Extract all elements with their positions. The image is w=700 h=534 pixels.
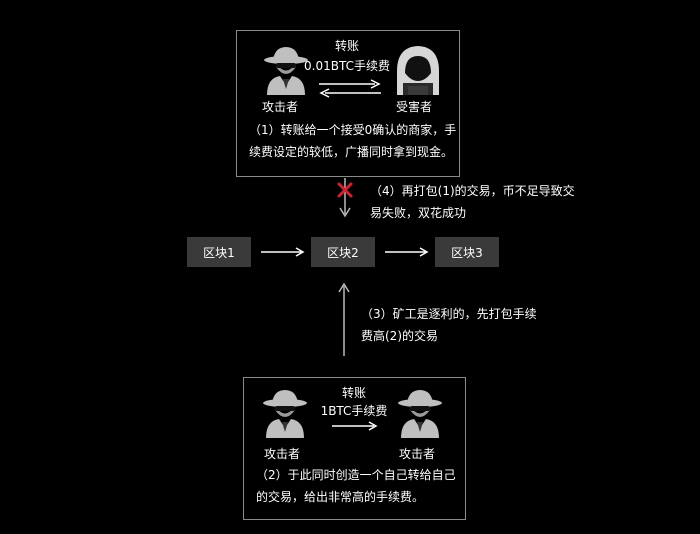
top-note: （1）转账给一个接受0确认的商家，手 续费设定的较低，广播同时拿到现金。 [249, 119, 456, 163]
step3-note: （3）矿工是逐利的，先打包手续 费高(2)的交易 [361, 303, 537, 347]
top-attacker-label: 攻击者 [262, 100, 299, 114]
step3-line1: （3）矿工是逐利的，先打包手续 [361, 307, 537, 321]
self-transfer-arrow [332, 421, 378, 431]
step3-line2: 费高(2)的交易 [361, 329, 438, 343]
attacker-icon [264, 47, 308, 95]
top-transaction-panel: 转账 0.01BTC手续费 攻击者 受害者 （1）转账给一个接受0确认的商家，手… [236, 30, 460, 177]
upward-arrow [338, 282, 350, 356]
chain-arrow-2 [385, 247, 429, 257]
bottom-transfer-label: 转账 [341, 386, 366, 400]
block-1: 区块1 [187, 237, 251, 267]
top-transfer-label: 转账 [334, 39, 359, 53]
block-3: 区块3 [435, 237, 499, 267]
attacker-left-icon [263, 390, 307, 438]
bottom-note-line1: （2）于此同时创造一个自己转给自己 [256, 468, 456, 482]
top-fee-label: 0.01BTC手续费 [304, 59, 390, 73]
attacker-right-icon [398, 390, 442, 438]
bottom-note-line2: 的交易，给出非常高的手续费。 [256, 490, 425, 504]
top-note-line2: 续费设定的较低，广播同时拿到现金。 [249, 145, 454, 159]
block-2: 区块2 [311, 237, 375, 267]
bottom-attacker-right-label: 攻击者 [399, 447, 436, 461]
step4-line2: 易失败，双花成功 [370, 206, 467, 220]
top-note-line1: （1）转账给一个接受0确认的商家，手 [249, 123, 457, 137]
chain-arrow-1 [261, 247, 305, 257]
bottom-transaction-panel: 转账 1BTC手续费 攻击者 攻击者 （2）于此同时创造一个自己转给自己 的交易… [243, 377, 466, 520]
failed-arrow [339, 178, 351, 218]
step4-note: （4）再打包(1)的交易，币不足导致交 易失败，双花成功 [370, 180, 575, 224]
cross-mark-icon [337, 182, 353, 198]
victim-hooded-icon [397, 46, 439, 95]
transfer-arrows [319, 79, 381, 98]
step4-line1: （4）再打包(1)的交易，币不足导致交 [370, 184, 575, 198]
bottom-fee-label: 1BTC手续费 [320, 404, 388, 418]
top-victim-label: 受害者 [396, 100, 433, 114]
bottom-attacker-left-label: 攻击者 [264, 447, 301, 461]
bottom-note: （2）于此同时创造一个自己转给自己 的交易，给出非常高的手续费。 [256, 464, 456, 508]
